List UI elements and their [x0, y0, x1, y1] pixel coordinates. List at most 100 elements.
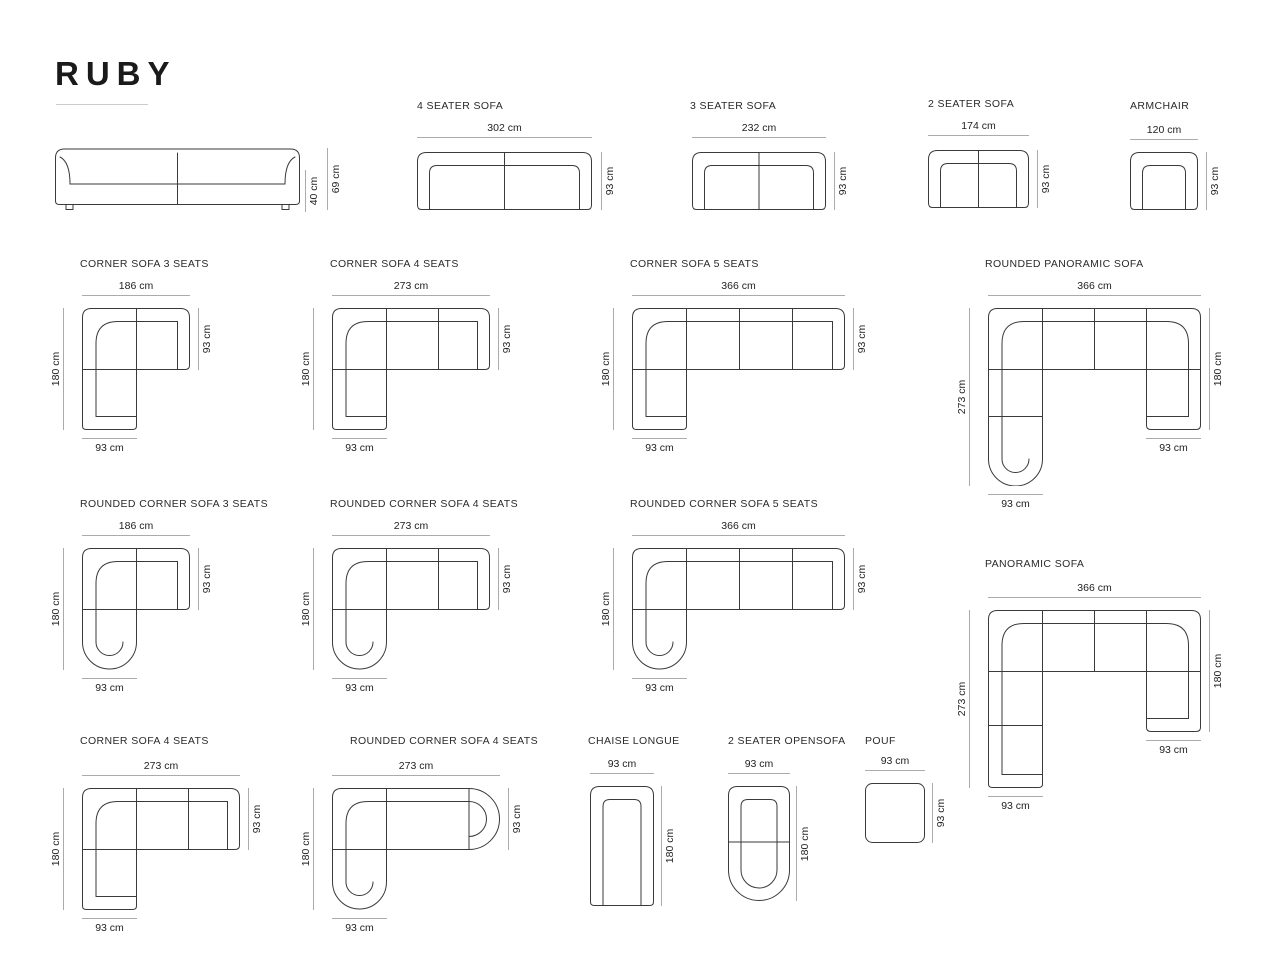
dimension-length-left: 180 cm — [298, 548, 314, 670]
dim-label: 273 cm — [143, 760, 179, 772]
corner-sofa-top-view-drawing — [632, 308, 845, 430]
dim-label: 93 cm — [200, 324, 213, 354]
dim-label: 180 cm — [798, 826, 811, 861]
dim-label: 93 cm — [855, 564, 868, 594]
corner-sofa-top-view-drawing — [82, 308, 190, 430]
dimension-depth: 93 cm — [508, 788, 524, 850]
dim-label: 366 cm — [1077, 280, 1112, 292]
dimension-right-wing: 180 cm — [1209, 610, 1225, 732]
dimension-length-left: 180 cm — [48, 788, 64, 910]
panoramic-sofa-top-view-drawing — [988, 308, 1201, 486]
dim-label: 93 cm — [250, 804, 263, 834]
dim-label: 180 cm — [299, 831, 312, 867]
dimension-width: 186 cm — [82, 520, 190, 536]
dim-label: 366 cm — [721, 280, 756, 292]
dimension-depth: 93 cm — [498, 548, 514, 610]
dimension-width: 302 cm — [417, 122, 592, 138]
dim-label: 93 cm — [500, 564, 513, 594]
dim-label: 40 cm — [307, 176, 320, 206]
brand-title: RUBY — [55, 55, 177, 92]
dimension-depth: 93 cm — [1206, 152, 1222, 210]
dimension-total-height: 69 cm — [327, 148, 343, 210]
dim-label: 93 cm — [95, 442, 124, 454]
corner-sofa-top-view-drawing — [82, 788, 240, 910]
dim-label: 93 cm — [95, 682, 124, 694]
rounded-corner-sofa-top-view-drawing — [332, 548, 490, 670]
figure-title: CORNER SOFA 4 SEATS — [330, 258, 459, 270]
dim-label: 232 cm — [741, 122, 777, 134]
dim-label: 273 cm — [955, 379, 968, 415]
dimension-width: 93 cm — [728, 758, 790, 774]
dim-label: 273 cm — [393, 280, 429, 292]
dimension-leg-width: 93 cm — [82, 918, 137, 934]
dim-label: 93 cm — [934, 798, 947, 828]
dim-label: 180 cm — [49, 831, 62, 867]
dim-label: 273 cm — [955, 681, 968, 717]
dim-label: 180 cm — [299, 351, 312, 387]
dimension-seat-height: 40 cm — [305, 170, 321, 212]
dimension-depth: 93 cm — [198, 548, 214, 610]
dimension-width: 93 cm — [590, 758, 654, 774]
figure-title: ROUNDED CORNER SOFA 4 SEATS — [350, 735, 538, 747]
figure-title: CORNER SOFA 3 SEATS — [80, 258, 209, 270]
figure-title: ROUNDED CORNER SOFA 5 SEATS — [630, 498, 818, 510]
dimension-leg-width: 93 cm — [332, 918, 387, 934]
dimension-width: 273 cm — [82, 760, 240, 776]
figure-title: 3 SEATER SOFA — [690, 100, 777, 112]
dim-label: 93 cm — [607, 758, 637, 770]
dimension-length-left: 180 cm — [298, 788, 314, 910]
dimension-length: 180 cm — [796, 786, 812, 901]
dim-label: 180 cm — [49, 351, 62, 387]
dim-label: 93 cm — [1039, 164, 1052, 194]
dimension-width: 120 cm — [1130, 124, 1198, 140]
sofa-top-view-drawing — [928, 150, 1029, 208]
dim-label: 93 cm — [1208, 166, 1221, 196]
dim-label: 93 cm — [1159, 442, 1188, 454]
dim-label: 302 cm — [487, 122, 522, 134]
corner-sofa-top-view-drawing — [332, 308, 490, 430]
dimension-right-leg-width: 93 cm — [1146, 438, 1201, 454]
dim-label: 186 cm — [118, 520, 154, 532]
dimension-depth: 93 cm — [834, 152, 850, 210]
figure-title: ROUNDED CORNER SOFA 3 SEATS — [80, 498, 268, 510]
armchair-top-view-drawing — [1130, 152, 1198, 210]
dim-label: 93 cm — [1001, 800, 1030, 812]
dim-label: 186 cm — [118, 280, 154, 292]
dimension-depth: 93 cm — [1037, 150, 1053, 208]
dimension-width: 366 cm — [632, 280, 845, 296]
dim-label: 366 cm — [721, 520, 756, 532]
dimension-length: 180 cm — [661, 786, 677, 906]
brand-underline — [56, 104, 148, 105]
dimension-left-leg-width: 93 cm — [988, 796, 1043, 812]
dimension-depth: 93 cm — [853, 548, 869, 610]
figure-title: CORNER SOFA 5 SEATS — [630, 258, 759, 270]
dimension-depth: 93 cm — [601, 152, 617, 210]
figure-title: 4 SEATER SOFA — [417, 100, 504, 112]
rounded-corner-sofa-top-view-drawing — [332, 788, 500, 910]
figure-title: 2 SEATER OPENSOFA — [728, 735, 846, 747]
dim-label: 180 cm — [1211, 653, 1224, 689]
dimension-right-wing: 180 cm — [1209, 308, 1225, 430]
figure-title: CORNER SOFA 4 SEATS — [80, 735, 209, 747]
pouf-top-view-drawing — [865, 783, 925, 843]
sofa-top-view-drawing — [692, 152, 826, 210]
dim-label: 93 cm — [345, 682, 374, 694]
dimension-width: 273 cm — [332, 760, 500, 776]
dim-label: 93 cm — [855, 324, 868, 354]
dimension-width: 93 cm — [865, 755, 925, 771]
dim-label: 366 cm — [1077, 582, 1112, 594]
dim-label: 273 cm — [398, 760, 434, 772]
sofa-front-elevation-drawing — [55, 148, 300, 210]
dimension-length-left: 180 cm — [598, 308, 614, 430]
dimension-left-wing: 273 cm — [954, 610, 970, 788]
dimension-right-leg-width: 93 cm — [1146, 740, 1201, 756]
dimension-length-left: 180 cm — [48, 548, 64, 670]
dimension-leg-width: 93 cm — [632, 678, 687, 694]
dimension-width: 366 cm — [632, 520, 845, 536]
figure-title: ROUNDED PANORAMIC SOFA — [985, 258, 1144, 270]
dim-label: 93 cm — [200, 564, 213, 594]
dimension-depth: 93 cm — [932, 783, 948, 843]
dim-label: 93 cm — [836, 166, 849, 196]
dimension-leg-width: 93 cm — [632, 438, 687, 454]
